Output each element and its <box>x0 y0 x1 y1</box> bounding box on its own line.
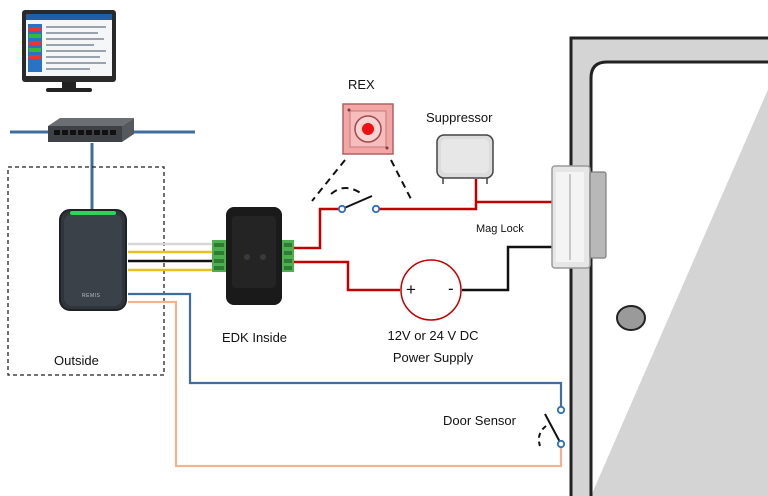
suppressor-icon <box>436 134 494 184</box>
outside-label: Outside <box>54 353 99 368</box>
mag-lock-label: Mag Lock <box>476 223 524 235</box>
power-plus-symbol: + <box>406 280 416 299</box>
rex-label: REX <box>348 77 375 92</box>
door-sensor-wires <box>128 292 563 468</box>
suppressor-label: Suppressor <box>426 110 493 125</box>
rex-linkage <box>311 159 413 202</box>
edk-inside-label: EDK Inside <box>222 330 288 345</box>
ground-wire <box>462 245 556 292</box>
rex-switch <box>337 195 381 214</box>
mag-lock-icon <box>551 165 607 269</box>
monitor-icon <box>22 10 116 92</box>
door-sensor-label: Door Sensor <box>443 413 516 428</box>
door-sensor-switch <box>537 405 566 449</box>
rex-button-icon <box>342 103 394 155</box>
door-knob <box>616 305 646 331</box>
network-switch-icon <box>48 118 134 142</box>
power-supply-label-line1: 12V or 24 V DC <box>387 328 479 343</box>
reader-wires <box>128 242 212 272</box>
network-cable <box>10 130 195 210</box>
door <box>569 36 768 496</box>
edk-controller-icon <box>212 207 294 305</box>
power-wires-red <box>294 179 556 292</box>
card-reader-icon <box>59 209 127 311</box>
power-minus-symbol: - <box>448 279 454 298</box>
power-supply-icon <box>400 259 462 321</box>
power-supply-label-line2: Power Supply <box>392 350 474 365</box>
reader-brand-logo: REMIS <box>82 293 101 299</box>
